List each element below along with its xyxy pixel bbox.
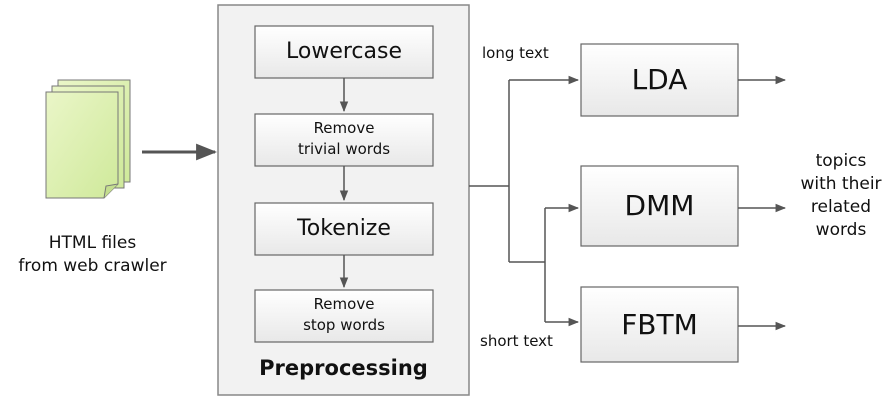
short-text-label: short text xyxy=(480,332,553,350)
step-lowercase: Lowercase xyxy=(255,26,433,78)
model-dmm: DMM xyxy=(624,189,695,222)
step-lowercase-label: Lowercase xyxy=(286,39,402,64)
step-remove-trivial-line2: trivial words xyxy=(297,140,391,158)
input-label: HTML files from web crawler xyxy=(0,232,185,278)
branch-connectors xyxy=(469,80,546,322)
html-files-icon xyxy=(45,79,131,199)
step-box-tokenize xyxy=(254,202,434,256)
long-text-label: long text xyxy=(482,44,549,62)
step-remove-stop: Remove stop words xyxy=(255,294,433,336)
preprocessing-title: Preprocessing xyxy=(259,356,428,380)
input-label-line2: from web crawler xyxy=(18,256,167,276)
step-remove-trivial: Remove trivial words xyxy=(255,118,433,160)
output-label-line2: with their xyxy=(800,174,882,194)
step-box-lowercase xyxy=(254,25,434,79)
model-box-dmm xyxy=(580,165,739,247)
input-label-line1: HTML files xyxy=(48,233,137,253)
output-label-line4: words xyxy=(815,220,867,240)
step-remove-stop-line1: Remove xyxy=(313,295,375,313)
step-box-remove-stop xyxy=(254,289,434,343)
step-tokenize: Tokenize xyxy=(255,203,433,255)
output-label-line1: topics xyxy=(815,151,867,171)
model-box-fbtm xyxy=(580,286,739,363)
model-lda: LDA xyxy=(631,63,688,96)
output-label: topics with their related words xyxy=(793,150,889,242)
step-remove-stop-line2: stop words xyxy=(303,316,385,334)
model-fbtm: FBTM xyxy=(621,308,698,341)
step-remove-trivial-line1: Remove xyxy=(313,119,375,137)
step-tokenize-label: Tokenize xyxy=(297,216,391,241)
step-box-remove-trivial xyxy=(254,113,434,167)
output-label-line3: related xyxy=(810,197,872,217)
